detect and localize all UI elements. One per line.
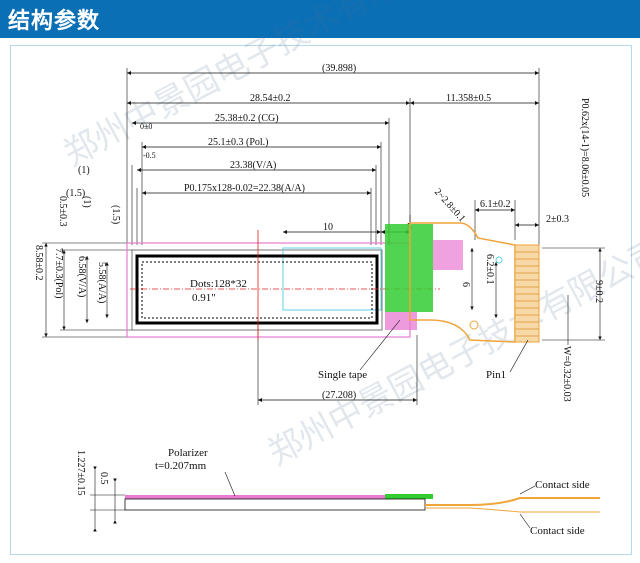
fpc-contact-lines xyxy=(515,251,539,337)
fpc-contacts xyxy=(514,244,540,343)
viewing-area xyxy=(135,254,379,325)
dim-fpc-pitch: P0.62x(14-1)=8.06±0.05 xyxy=(579,98,590,197)
contact-top-leader xyxy=(519,485,536,495)
pin1-label: Pin1 xyxy=(486,369,506,381)
dim-fpc-len: (27.208) xyxy=(322,390,356,401)
dim-pol: 25.1±0.3 (Pol.) xyxy=(208,137,269,148)
dim-two-three: 2±0.3 xyxy=(546,214,569,225)
dim-h05: 0.5±0.3 xyxy=(57,196,68,227)
polarizer-outline xyxy=(131,249,383,331)
dim-tol-top: 0±0 xyxy=(140,122,152,131)
fpc-side-bottom xyxy=(425,507,600,513)
dim-pitch: P0.175x128-0.02=22.38(A/A) xyxy=(184,183,305,194)
left-dimension-lines xyxy=(42,242,605,345)
single-tape-leader xyxy=(359,319,401,371)
tape-foot xyxy=(385,312,417,330)
contact-bottom-leader xyxy=(519,513,531,529)
fpc-hole-bottom xyxy=(469,320,479,330)
dim-h658: 6.58(V/A) xyxy=(76,256,87,297)
section-title: 结构参数 xyxy=(8,9,101,34)
dimension-lines xyxy=(127,70,539,403)
active-area xyxy=(141,261,373,319)
ic-region xyxy=(433,240,463,270)
dim-two-eight: 2~2.8±0.1 xyxy=(432,187,468,225)
dim-tol-bottom: -0.5 xyxy=(143,151,156,160)
single-tape-label: Single tape xyxy=(318,369,367,381)
fpc-hole-top xyxy=(495,256,503,264)
dim-28: 28.54±0.2 xyxy=(250,93,291,104)
thickness-label: t=0.207mm xyxy=(155,460,207,472)
display-size: 0.91" xyxy=(192,292,216,304)
dim-one-left: (1) xyxy=(78,165,90,176)
polarizer-label: Polarizer xyxy=(168,447,208,459)
dim-h558: 5.58(A/A) xyxy=(96,262,107,303)
dim-h1227: 1.227±0.15 xyxy=(75,450,86,496)
dim-six: 6 xyxy=(460,282,471,287)
contact-bottom-label: Contact side xyxy=(530,525,585,537)
dim-11: 11.358±0.5 xyxy=(446,93,491,104)
cyan-region xyxy=(282,247,382,311)
tape-layer xyxy=(385,494,433,499)
dim-h05b: 0.5 xyxy=(98,472,109,485)
contact-top-label: Contact side xyxy=(535,479,590,491)
section-header: 结构参数 xyxy=(0,0,640,38)
display-dots: Dots:128*32 xyxy=(190,278,247,290)
polarizer-leader xyxy=(224,471,236,497)
single-tape-region xyxy=(385,224,433,312)
pin1-leader xyxy=(509,339,529,373)
glass-layer xyxy=(124,498,426,511)
dim-ten: 10 xyxy=(323,222,333,233)
dim-w032: W=0.32±0.03 xyxy=(561,346,572,402)
dim-six-one: 6.1±0.2 xyxy=(480,199,511,210)
dim-one-five-right: (1.5) xyxy=(110,205,121,224)
dim-nine: 9±0.2 xyxy=(593,280,604,303)
dim-h858: 8.58±0.2 xyxy=(33,245,44,281)
side-view xyxy=(90,466,600,532)
dim-one-five-left: (1.5) xyxy=(66,188,85,199)
dim-h77: 7.7±0.3(Pol) xyxy=(53,248,64,299)
watermark-text: 郑州中景园电子技术有限公司 xyxy=(57,0,466,175)
dim-h1: (1) xyxy=(81,196,92,208)
dim-va: 23.38(V/A) xyxy=(230,160,276,171)
dim-25cg: 25.38±0.2 (CG) xyxy=(215,113,279,124)
fpc-side xyxy=(425,497,600,506)
dim-six-two: 6.2±0.1 xyxy=(484,254,495,285)
dim-total-width: (39.898) xyxy=(322,63,356,74)
polarizer-layer xyxy=(125,495,385,499)
